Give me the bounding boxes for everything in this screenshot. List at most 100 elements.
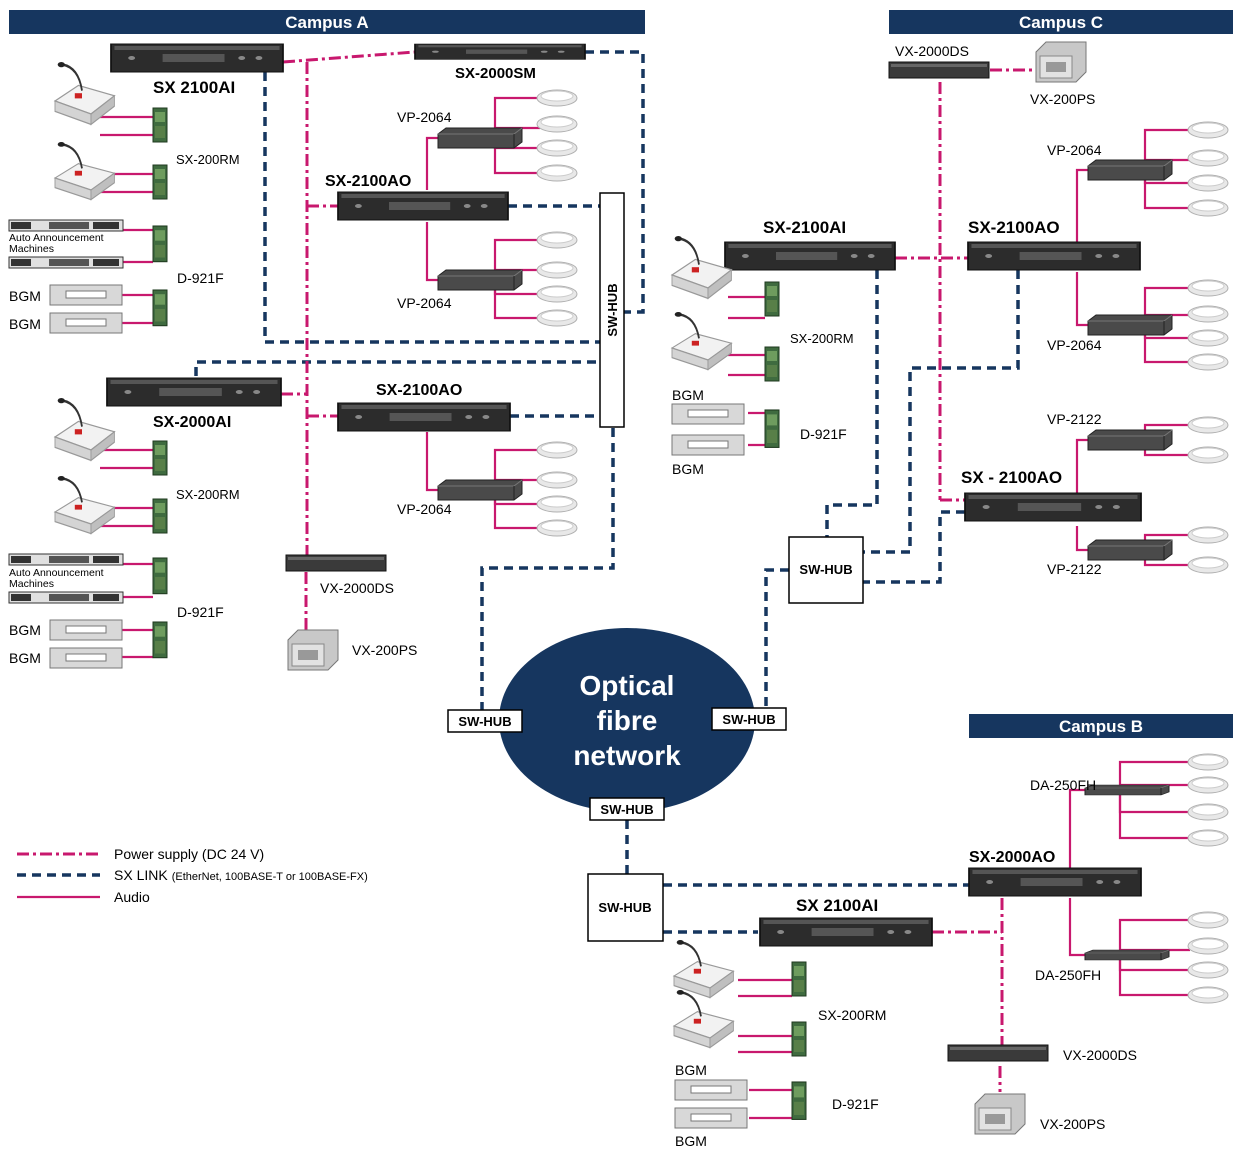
label-vx-2000ds: VX-2000DS	[320, 580, 394, 596]
sw-hub-campus-b-label: SW-HUB	[598, 900, 651, 915]
vx-2000ds-unit	[947, 1044, 1049, 1062]
campus-b-header	[969, 714, 1233, 738]
label-bgm: BGM	[675, 1133, 707, 1149]
d-921f-card	[791, 1081, 807, 1120]
sw-hub-west-label: SW-HUB	[458, 714, 511, 729]
sx-200rm-card	[152, 164, 168, 200]
label-machines: Machines	[9, 243, 54, 255]
campus-c-header	[889, 10, 1233, 34]
speaker-icon	[1187, 149, 1229, 167]
label-vx-200ps: VX-200PS	[1030, 91, 1095, 107]
sx-2100ai-unit	[724, 241, 896, 271]
vp-2064-amp	[437, 479, 523, 501]
label-auto-announcement: Auto Announcement	[9, 567, 104, 579]
sx-200rm-card	[152, 498, 168, 534]
network-label-line2: fibre	[597, 705, 658, 736]
speaker-icon	[1187, 305, 1229, 323]
label-bgm: BGM	[672, 387, 704, 403]
bgm-player	[49, 312, 123, 334]
d-921f-card	[152, 621, 168, 659]
speaker-icon	[536, 115, 578, 133]
label-sx-200rm: SX-200RM	[818, 1007, 886, 1023]
label-vp-2064: VP-2064	[397, 501, 452, 517]
label-bgm: BGM	[9, 650, 41, 666]
label-sx-2000sm: SX-2000SM	[455, 65, 536, 82]
bgm-player	[49, 284, 123, 306]
bgm-player	[49, 647, 123, 669]
speaker-icon	[1187, 353, 1229, 371]
vx-200ps-unit	[974, 1093, 1026, 1135]
campus-b-title: Campus B	[1059, 717, 1143, 736]
sx-2000sm-unit	[414, 43, 586, 61]
sw-hub-west	[447, 709, 523, 733]
label-vx-2000ds: VX-2000DS	[1063, 1047, 1137, 1063]
legend-audio-label: Audio	[114, 889, 150, 905]
optical-fibre-network	[499, 628, 755, 812]
speaker-icon	[1187, 174, 1229, 192]
label-sx-2000ai: SX-2000AI	[153, 414, 231, 431]
sw-hub-east	[711, 707, 787, 731]
sxlink-lines	[194, 50, 1020, 934]
label-sx-2100ao: SX-2100AO	[376, 382, 462, 399]
sx-2100ai-unit	[110, 43, 284, 73]
speaker-icon	[1187, 199, 1229, 217]
speaker-icon	[1187, 556, 1229, 574]
sx-200rm-card	[152, 440, 168, 476]
sx-2000ai-unit	[106, 377, 282, 407]
d-921f-card	[152, 225, 168, 263]
speaker-icon	[536, 164, 578, 182]
speaker-icon	[536, 139, 578, 157]
sx-2100ai-unit	[759, 917, 933, 947]
speaker-icon	[1187, 829, 1229, 847]
label-vp-2122: VP-2122	[1047, 411, 1102, 427]
sx-2000ao-unit	[968, 867, 1142, 897]
speaker-icon	[1187, 329, 1229, 347]
speaker-icon	[536, 285, 578, 303]
bgm-player	[671, 403, 745, 425]
sw-hub-south-label: SW-HUB	[600, 802, 653, 817]
sx-200rm-card	[764, 346, 780, 382]
da-250fh-amp	[1084, 784, 1170, 796]
speaker-icon	[1187, 937, 1229, 955]
legend: Power supply (DC 24 V) SX LINK(EtherNet,…	[17, 846, 368, 905]
speaker-icon	[1187, 911, 1229, 929]
auto-announcement-machine	[8, 256, 124, 269]
label-vp-2064: VP-2064	[1047, 142, 1102, 158]
speaker-icon	[536, 89, 578, 107]
label-vx-200ps: VX-200PS	[352, 642, 417, 658]
label-bgm: BGM	[9, 316, 41, 332]
da-250fh-amp	[1084, 949, 1170, 961]
vx-200ps-unit	[1035, 41, 1087, 83]
sw-hub-campus-b	[587, 873, 664, 942]
bgm-player	[674, 1107, 748, 1129]
label-d-921f: D-921F	[832, 1096, 879, 1112]
speaker-icon	[1187, 121, 1229, 139]
microphone-console-icon	[670, 310, 733, 371]
auto-announcement-machine	[8, 591, 124, 604]
label-vp-2064: VP-2064	[397, 109, 452, 125]
microphone-console-icon	[53, 60, 116, 126]
microphone-console-icon	[672, 988, 735, 1049]
label-da-250fh: DA-250FH	[1030, 777, 1096, 793]
label-sx-2100ao: SX-2100AO	[325, 173, 411, 190]
speaker-icon	[536, 261, 578, 279]
sx-200rm-card	[791, 961, 807, 997]
speaker-icon	[536, 495, 578, 513]
label-sx-2100ai: SX 2100AI	[796, 896, 878, 915]
speaker-icon	[536, 441, 578, 459]
sw-hub-campus-c-label: SW-HUB	[799, 562, 852, 577]
speaker-icon	[536, 231, 578, 249]
label-sx-2100ao: SX-2100AO	[968, 218, 1060, 237]
label-auto-announcement: Auto Announcement	[9, 232, 104, 244]
label-d-921f: D-921F	[800, 426, 847, 442]
d-921f-card	[152, 289, 168, 327]
bgm-player	[49, 619, 123, 641]
microphone-console-icon	[672, 938, 735, 999]
label-d-921f: D-921F	[177, 604, 224, 620]
label-sx-200rm: SX-200RM	[176, 487, 240, 502]
sx-200rm-card	[764, 281, 780, 317]
auto-announcement-machine	[8, 219, 124, 232]
label-d-921f: D-921F	[177, 270, 224, 286]
label-sx-200rm: SX-200RM	[790, 331, 854, 346]
vx-200ps-unit	[287, 629, 339, 671]
